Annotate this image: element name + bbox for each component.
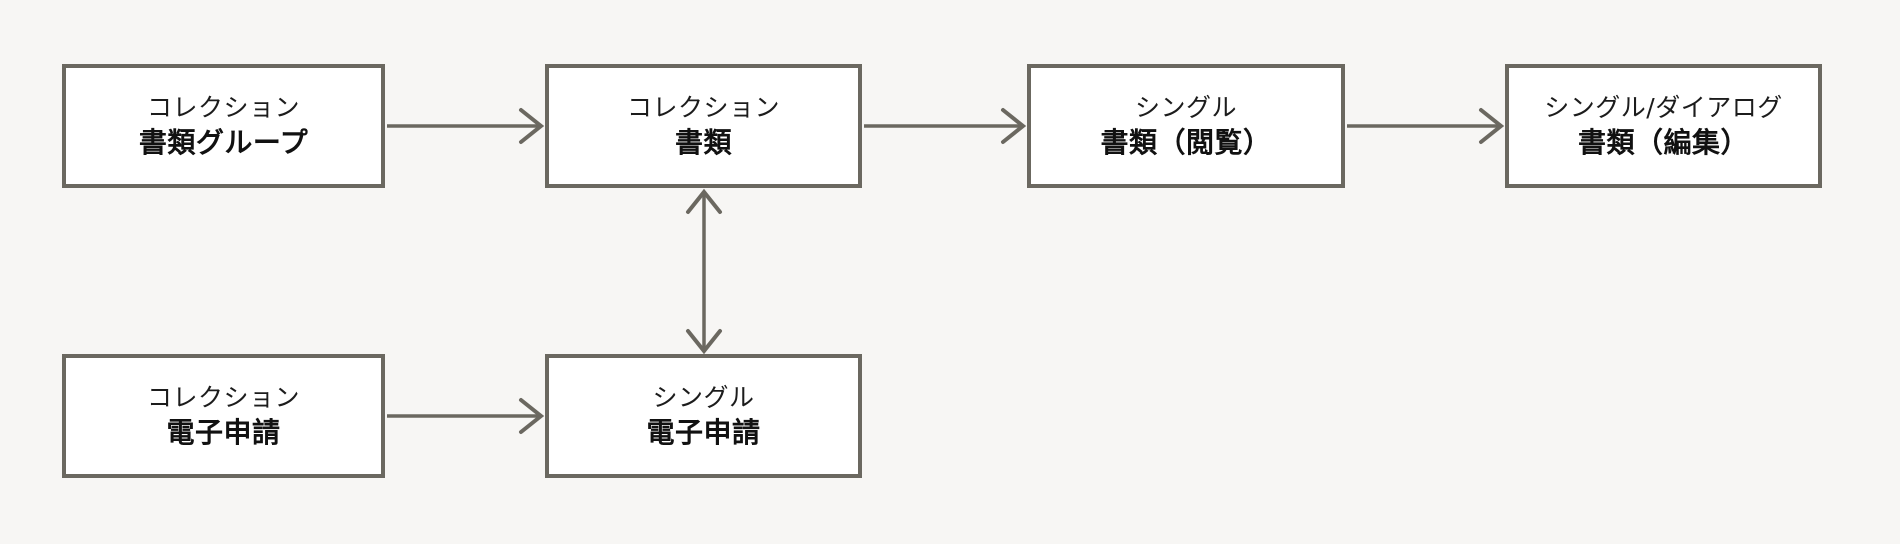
arrow-eapp-to-single — [387, 398, 545, 434]
node-name-label: 書類（編集） — [1577, 126, 1749, 159]
node-name-label: 書類 — [674, 126, 732, 159]
node-name-label: 電子申請 — [166, 416, 281, 449]
node-kind-label: シングル/ダイアログ — [1544, 93, 1783, 122]
node-kind-label: コレクション — [146, 383, 300, 412]
node-kind-label: コレクション — [626, 93, 780, 122]
node-name-label: 書類グループ — [138, 126, 309, 159]
node-kind-label: コレクション — [146, 93, 300, 122]
node-eapplication-collection[interactable]: コレクション 電子申請 — [62, 354, 385, 478]
arrow-view-to-edit — [1347, 108, 1505, 144]
node-name-label: 電子申請 — [646, 416, 761, 449]
node-document-single-view[interactable]: シングル 書類（閲覧） — [1027, 64, 1345, 188]
node-document-group-collection[interactable]: コレクション 書類グループ — [62, 64, 385, 188]
node-kind-label: シングル — [1134, 93, 1237, 122]
node-kind-label: シングル — [652, 383, 755, 412]
node-eapplication-single[interactable]: シングル 電子申請 — [545, 354, 862, 478]
arrow-document-to-view — [864, 108, 1027, 144]
node-document-collection[interactable]: コレクション 書類 — [545, 64, 862, 188]
node-document-single-dialog-edit[interactable]: シングル/ダイアログ 書類（編集） — [1505, 64, 1822, 188]
arrow-document-eapp-bidirectional — [686, 188, 722, 355]
node-name-label: 書類（閲覧） — [1100, 126, 1272, 159]
arrow-group-to-document — [387, 108, 545, 144]
